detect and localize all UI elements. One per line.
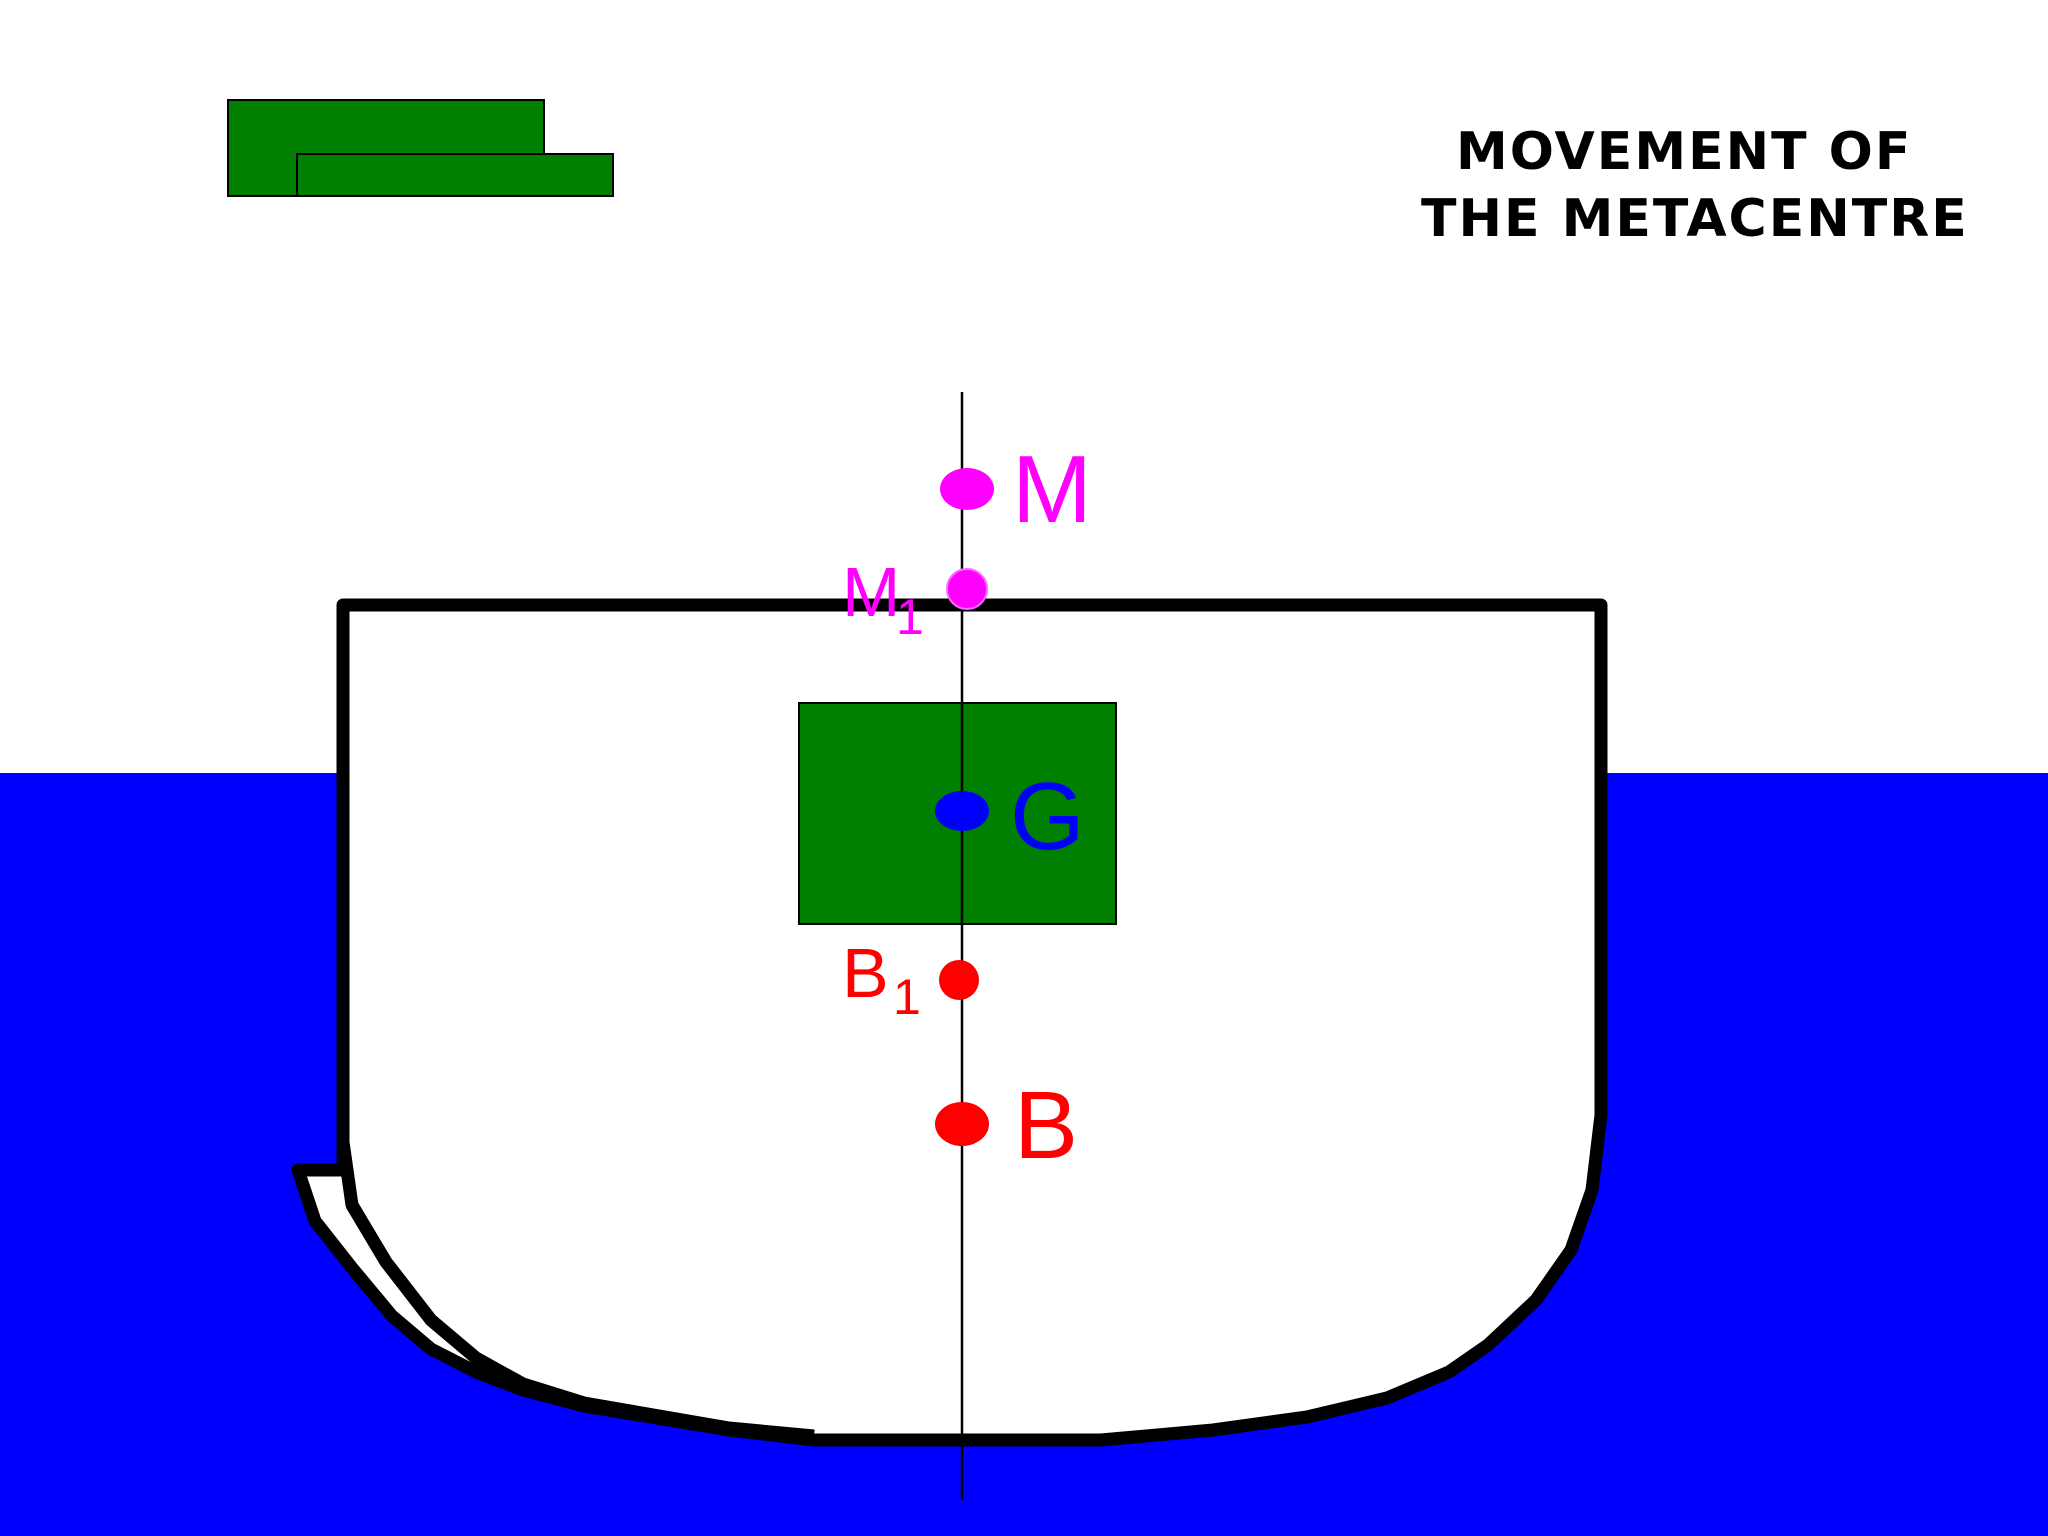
point-b1-label: B bbox=[842, 934, 889, 1012]
point-b-label: B bbox=[1014, 1072, 1078, 1179]
point-g-label: G bbox=[1010, 763, 1085, 870]
point-m-label: M bbox=[1012, 436, 1092, 543]
point-g-dot bbox=[935, 791, 989, 831]
point-m-dot bbox=[940, 468, 994, 510]
point-b1-subscript: 1 bbox=[893, 969, 921, 1025]
diagram-title-line-1: MOVEMENT OF bbox=[1456, 122, 1913, 182]
ship-hull bbox=[291, 598, 1608, 1447]
ship-hull-left-side bbox=[336, 605, 815, 1443]
point-m1-label: M bbox=[842, 553, 900, 631]
weight-block-lower bbox=[296, 153, 614, 197]
point-m1-dot bbox=[946, 568, 988, 610]
point-b-dot bbox=[935, 1102, 989, 1146]
point-b1-dot bbox=[939, 960, 979, 1000]
loose-weight-stack bbox=[227, 99, 614, 197]
point-m1-subscript: 1 bbox=[896, 589, 924, 645]
diagram-title-line-2: THE METACENTRE bbox=[1421, 189, 1969, 249]
